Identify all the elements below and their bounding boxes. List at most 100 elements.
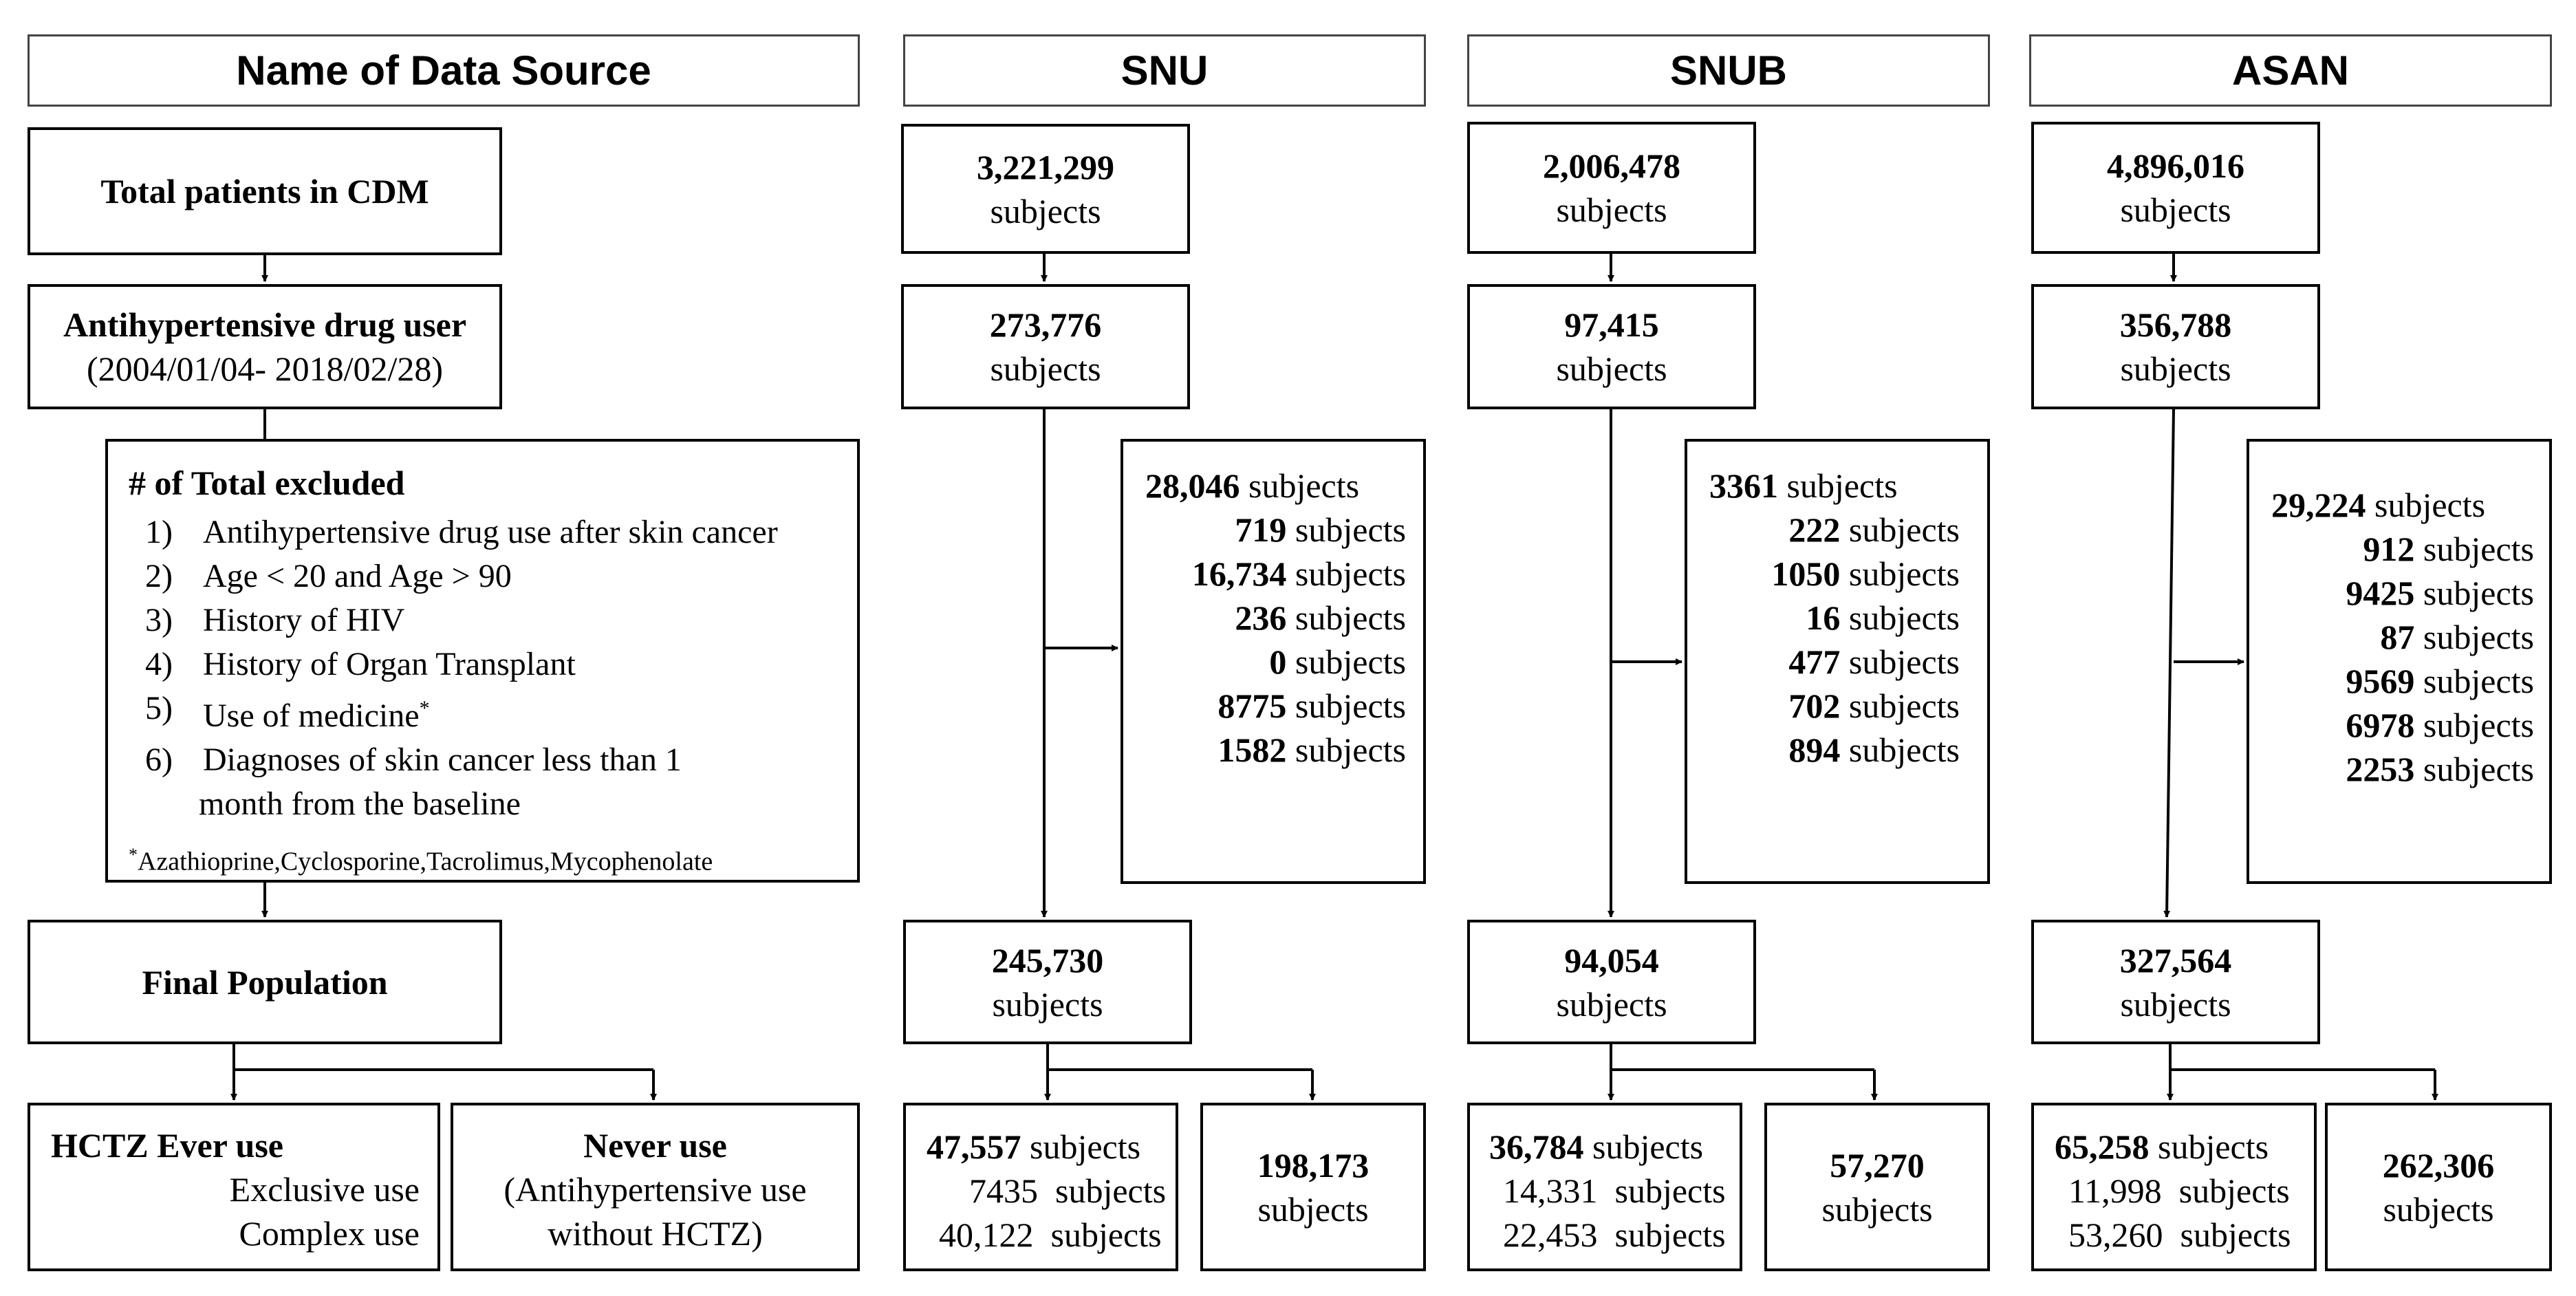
asan-hctz-exclusive-count: 11,998 [2068, 1171, 2162, 1210]
snu-never-count: 198,173 [1257, 1145, 1370, 1185]
drug-user-box: Antihypertensive drug user (2004/01/04- … [28, 284, 502, 409]
snu-final-box: 245,730 subjects [903, 920, 1192, 1044]
hctz-exclusive-label: Exclusive use [229, 1170, 420, 1209]
snub-hctz-ever-box: 36,784 subjects 14,331 subjects 22,453 s… [1467, 1103, 1742, 1271]
never-use-desc-1: (Antihypertensive use [504, 1170, 807, 1209]
never-use-desc-2: without HCTZ) [548, 1214, 763, 1253]
asan-excluded-row: 6978 subjects [2346, 706, 2534, 744]
snub-drug-user-count: 97,415 [1564, 305, 1659, 344]
snu-excluded-row: 236 subjects [1235, 598, 1406, 637]
asan-drug-user-box: 356,788 subjects [2031, 284, 2320, 409]
snu-excluded-row: 16,734 subjects [1191, 554, 1406, 593]
excluded-criterion: 6)Diagnoses of skin cancer less than 1 [145, 742, 682, 778]
excluded-criteria-list: 1)Antihypertensive drug use after skin c… [129, 510, 857, 826]
hctz-complex-label: Complex use [239, 1214, 420, 1253]
snu-total-box: 3,221,299 subjects [901, 124, 1190, 254]
unit-label: subjects [1257, 1189, 1369, 1229]
drug-user-dates: (2004/01/04- 2018/02/28) [86, 349, 444, 388]
unit-label: subjects [1556, 984, 1667, 1024]
unit-label: subjects [2120, 349, 2231, 388]
snu-total-count: 3,221,299 [977, 147, 1114, 186]
snu-excluded-row: 719 subjects [1235, 510, 1406, 549]
unit-label: subjects [2120, 984, 2231, 1024]
snu-hctz-ever-count: 47,557 [927, 1127, 1021, 1166]
snu-excluded-box: 28,046 subjects 719 subjects 16,734 subj… [1121, 439, 1426, 884]
snub-total-count: 2,006,478 [1543, 147, 1680, 185]
snub-hctz-exclusive-count: 14,331 [1503, 1171, 1598, 1210]
final-population-label: Final Population [142, 962, 388, 1002]
header-data-source: Name of Data Source [28, 34, 860, 107]
snub-excluded-row: 894 subjects [1788, 731, 1960, 769]
asan-excluded-total: 29,224 subjects [2271, 486, 2486, 524]
excluded-criterion: 5)Use of medicine* [145, 690, 430, 734]
excluded-title: # of Total excluded [129, 464, 405, 502]
snu-excluded-row: 0 subjects [1269, 642, 1406, 681]
header-snu: SNU [903, 34, 1426, 107]
unit-label: subjects [2120, 191, 2231, 229]
unit-label: subjects [1556, 349, 1667, 388]
snub-excluded-row: 222 subjects [1788, 510, 1960, 549]
asan-hctz-ever-box: 65,258 subjects 11,998 subjects 53,260 s… [2031, 1103, 2317, 1271]
header-asan: ASAN [2029, 34, 2552, 107]
header-snub: SNUB [1467, 34, 1990, 107]
asan-hctz-ever-count: 65,258 [2055, 1127, 2150, 1166]
excluded-criterion: 1)Antihypertensive drug use after skin c… [145, 514, 778, 550]
asan-final-count: 327,564 [2119, 940, 2232, 980]
unit-label: subjects [1821, 1189, 1933, 1229]
snu-excluded-row: 1582 subjects [1217, 731, 1406, 769]
asan-excluded-row: 2253 subjects [2346, 750, 2534, 788]
asan-total-box: 4,896,016 subjects [2031, 122, 2320, 254]
snu-never-box: 198,173 subjects [1200, 1103, 1426, 1271]
asan-excluded-box: 29,224 subjects 912 subjects 9425 subjec… [2247, 439, 2552, 884]
asan-drug-user-count: 356,788 [2119, 305, 2232, 344]
snub-hctz-complex-count: 22,453 [1503, 1216, 1598, 1254]
asan-never-count: 262,306 [2382, 1145, 2495, 1185]
asan-excluded-row: 9425 subjects [2346, 574, 2534, 612]
snub-excluded-row: 16 subjects [1806, 598, 1960, 637]
hctz-ever-use-box: HCTZ Ever use Exclusive use Complex use [28, 1103, 440, 1271]
never-use-label: Never use [583, 1126, 727, 1165]
snub-excluded-row: 477 subjects [1788, 642, 1960, 681]
final-population-box: Final Population [28, 920, 502, 1044]
asan-hctz-complex-count: 53,260 [2068, 1216, 2163, 1254]
snu-drug-user-box: 273,776 subjects [901, 284, 1190, 409]
snu-hctz-complex-count: 40,122 [939, 1216, 1034, 1254]
unit-label: subjects [1556, 191, 1667, 229]
snub-excluded-row: 702 subjects [1788, 687, 1960, 725]
unit-label: subjects [992, 984, 1103, 1024]
snub-never-count: 57,270 [1830, 1145, 1925, 1185]
snub-final-count: 94,054 [1564, 940, 1659, 980]
asan-excluded-row: 9569 subjects [2346, 662, 2534, 700]
snub-drug-user-box: 97,415 subjects [1467, 284, 1756, 409]
never-use-box: Never use (Antihypertensive use without … [451, 1103, 860, 1271]
snu-hctz-ever-box: 47,557 subjects 7435 subjects 40,122 sub… [903, 1103, 1178, 1271]
excluded-criterion: 4)History of Organ Transplant [145, 646, 576, 682]
excluded-box: # of Total excluded 1)Antihypertensive d… [105, 439, 860, 883]
asan-excluded-row: 912 subjects [2363, 530, 2534, 568]
snub-hctz-ever-count: 36,784 [1489, 1127, 1584, 1166]
asan-excluded-row: 87 subjects [2380, 618, 2534, 656]
excluded-criterion-cont: month from the baseline [199, 786, 521, 822]
excluded-criterion: 2)Age < 20 and Age > 90 [145, 558, 512, 594]
unit-label: subjects [990, 349, 1101, 388]
snub-never-box: 57,270 subjects [1764, 1103, 1990, 1271]
snub-final-box: 94,054 subjects [1467, 920, 1756, 1044]
snu-excluded-row: 8775 subjects [1217, 687, 1406, 725]
asan-never-box: 262,306 subjects [2325, 1103, 2552, 1271]
snub-excluded-row: 1050 subjects [1771, 554, 1960, 593]
unit-label: subjects [2383, 1189, 2494, 1229]
total-patients-box: Total patients in CDM [28, 127, 502, 255]
excluded-criterion: 3)History of HIV [145, 602, 405, 638]
snu-final-count: 245,730 [991, 940, 1104, 980]
snu-drug-user-count: 273,776 [989, 305, 1102, 344]
asan-final-box: 327,564 subjects [2031, 920, 2320, 1044]
medicine-footnote: *Azathioprine,Cyclosporine,Tacrolimus,My… [129, 845, 713, 876]
snub-total-box: 2,006,478 subjects [1467, 122, 1756, 254]
snu-excluded-total: 28,046 subjects [1145, 466, 1360, 505]
snu-hctz-exclusive-count: 7435 [969, 1171, 1038, 1210]
total-patients-label: Total patients in CDM [100, 172, 429, 210]
hctz-ever-use-label: HCTZ Ever use [51, 1126, 283, 1165]
asan-total-count: 4,896,016 [2107, 147, 2244, 185]
